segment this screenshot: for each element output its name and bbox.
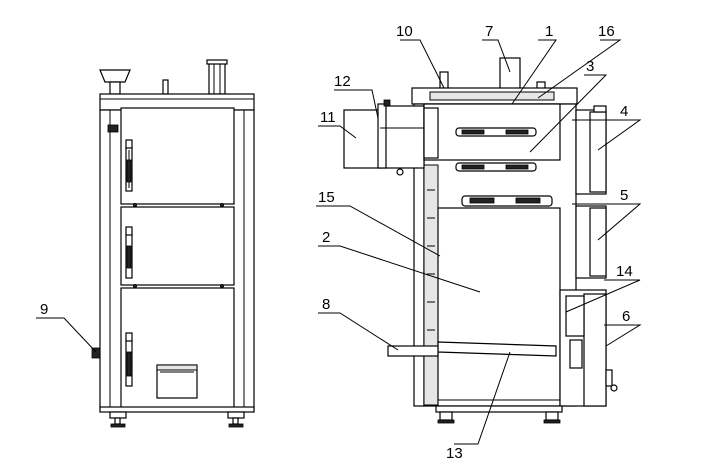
callout-5: 5: [620, 187, 628, 204]
front-door-top: [120, 107, 235, 205]
section-view: [343, 57, 618, 424]
section-top-pipe-7: [499, 57, 521, 91]
callout-3: 3: [586, 58, 594, 75]
callout-1: 1: [545, 23, 553, 40]
front-feet: [109, 411, 245, 428]
front-handle-top: [125, 139, 133, 192]
section-water-jacket-left: [423, 164, 439, 406]
section-flue-box: [343, 109, 381, 169]
front-base: [99, 406, 255, 413]
front-top-funnel: [99, 69, 131, 83]
front-side-nozzle: [91, 347, 101, 359]
callout-12: 12: [334, 73, 351, 90]
callout-14: 14: [616, 263, 633, 280]
callout-10: 10: [396, 23, 413, 40]
callout-2: 2: [322, 229, 330, 246]
front-nameplate: [107, 124, 119, 133]
callout-16: 16: [598, 23, 615, 40]
callout-15: 15: [318, 189, 335, 206]
section-base: [435, 405, 563, 413]
section-front-nozzle: [387, 345, 439, 357]
front-handle-bottom: [125, 332, 133, 387]
front-view: [91, 59, 255, 428]
callout-8: 8: [322, 296, 330, 313]
front-door-middle: [120, 206, 235, 286]
front-handle-middle: [125, 226, 133, 279]
callout-7: 7: [485, 23, 493, 40]
callout-11: 11: [320, 109, 336, 126]
section-feet: [437, 411, 561, 424]
callout-6: 6: [622, 308, 630, 325]
front-top-pipe-small: [162, 79, 169, 95]
front-top-flue: [208, 61, 226, 95]
callout-13: 13: [446, 445, 463, 462]
section-combustion-chamber: [437, 207, 561, 407]
callout-labels: 9 10 7 1 16 12 3 11 4 15 5 2 14 8 6 13: [40, 23, 633, 462]
callout-4: 4: [620, 103, 628, 120]
leader-lines: [36, 39, 642, 445]
callout-9: 9: [40, 301, 48, 318]
front-top-funnel-neck: [109, 81, 121, 95]
